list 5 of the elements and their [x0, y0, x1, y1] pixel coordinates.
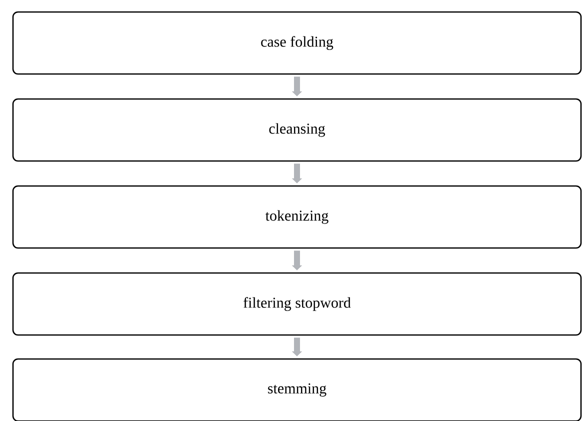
process-box: case folding [12, 11, 582, 75]
process-box: stemming [12, 358, 582, 421]
process-box: tokenizing [12, 185, 582, 249]
process-box: cleansing [12, 98, 582, 162]
process-box: filtering stopword [12, 272, 582, 336]
